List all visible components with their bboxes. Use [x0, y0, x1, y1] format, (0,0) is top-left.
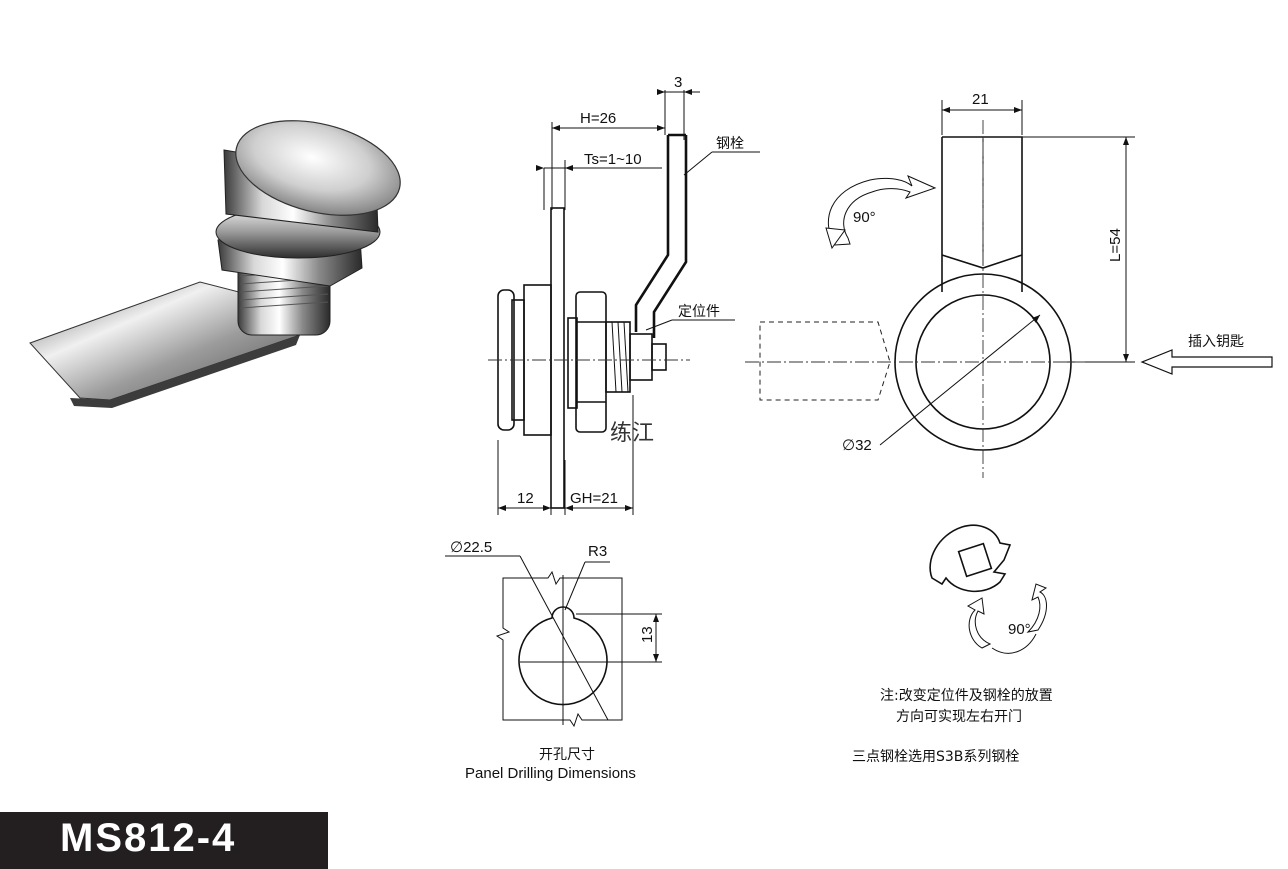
side-view	[488, 89, 760, 515]
radius-label: R3	[588, 543, 607, 560]
drilling-title-cn: 开孔尺寸	[539, 747, 595, 763]
model-banner	[0, 812, 328, 869]
thickness-label: 3	[674, 74, 682, 91]
model-number: MS812-4	[60, 816, 237, 860]
rotation-label-bottom: 90°	[1008, 621, 1031, 638]
width-label: 21	[972, 91, 989, 108]
note-line-3: 三点钢栓选用S3B系列钢栓	[852, 749, 1019, 765]
product-photo	[29, 120, 401, 408]
note-line-2: 方向可实现左右开门	[896, 709, 1022, 725]
drilling-title-en: Panel Drilling Dimensions	[465, 765, 636, 782]
gh-label: GH=21	[570, 490, 618, 507]
diameter-32-label: ∅32	[842, 437, 872, 454]
rotation-label-top: 90°	[853, 209, 876, 226]
drilling-diagram	[445, 555, 662, 728]
h-dimension-label: H=26	[580, 110, 616, 127]
locator-label: 定位件	[678, 304, 720, 320]
note-line-1: 注:改变定位件及钢栓的放置	[880, 688, 1053, 704]
length-label: L=54	[1107, 228, 1124, 262]
dim-12-label: 12	[517, 490, 534, 507]
bolt-label: 钢栓	[716, 136, 744, 152]
insert-key-label: 插入钥匙	[1188, 334, 1244, 350]
height-13-label: 13	[639, 626, 656, 643]
locator-detail	[929, 524, 1048, 654]
watermark: 练江	[610, 421, 654, 446]
ts-label: Ts=1~10	[584, 151, 642, 168]
front-view	[745, 100, 1273, 478]
drill-diameter-label: ∅22.5	[450, 539, 492, 556]
